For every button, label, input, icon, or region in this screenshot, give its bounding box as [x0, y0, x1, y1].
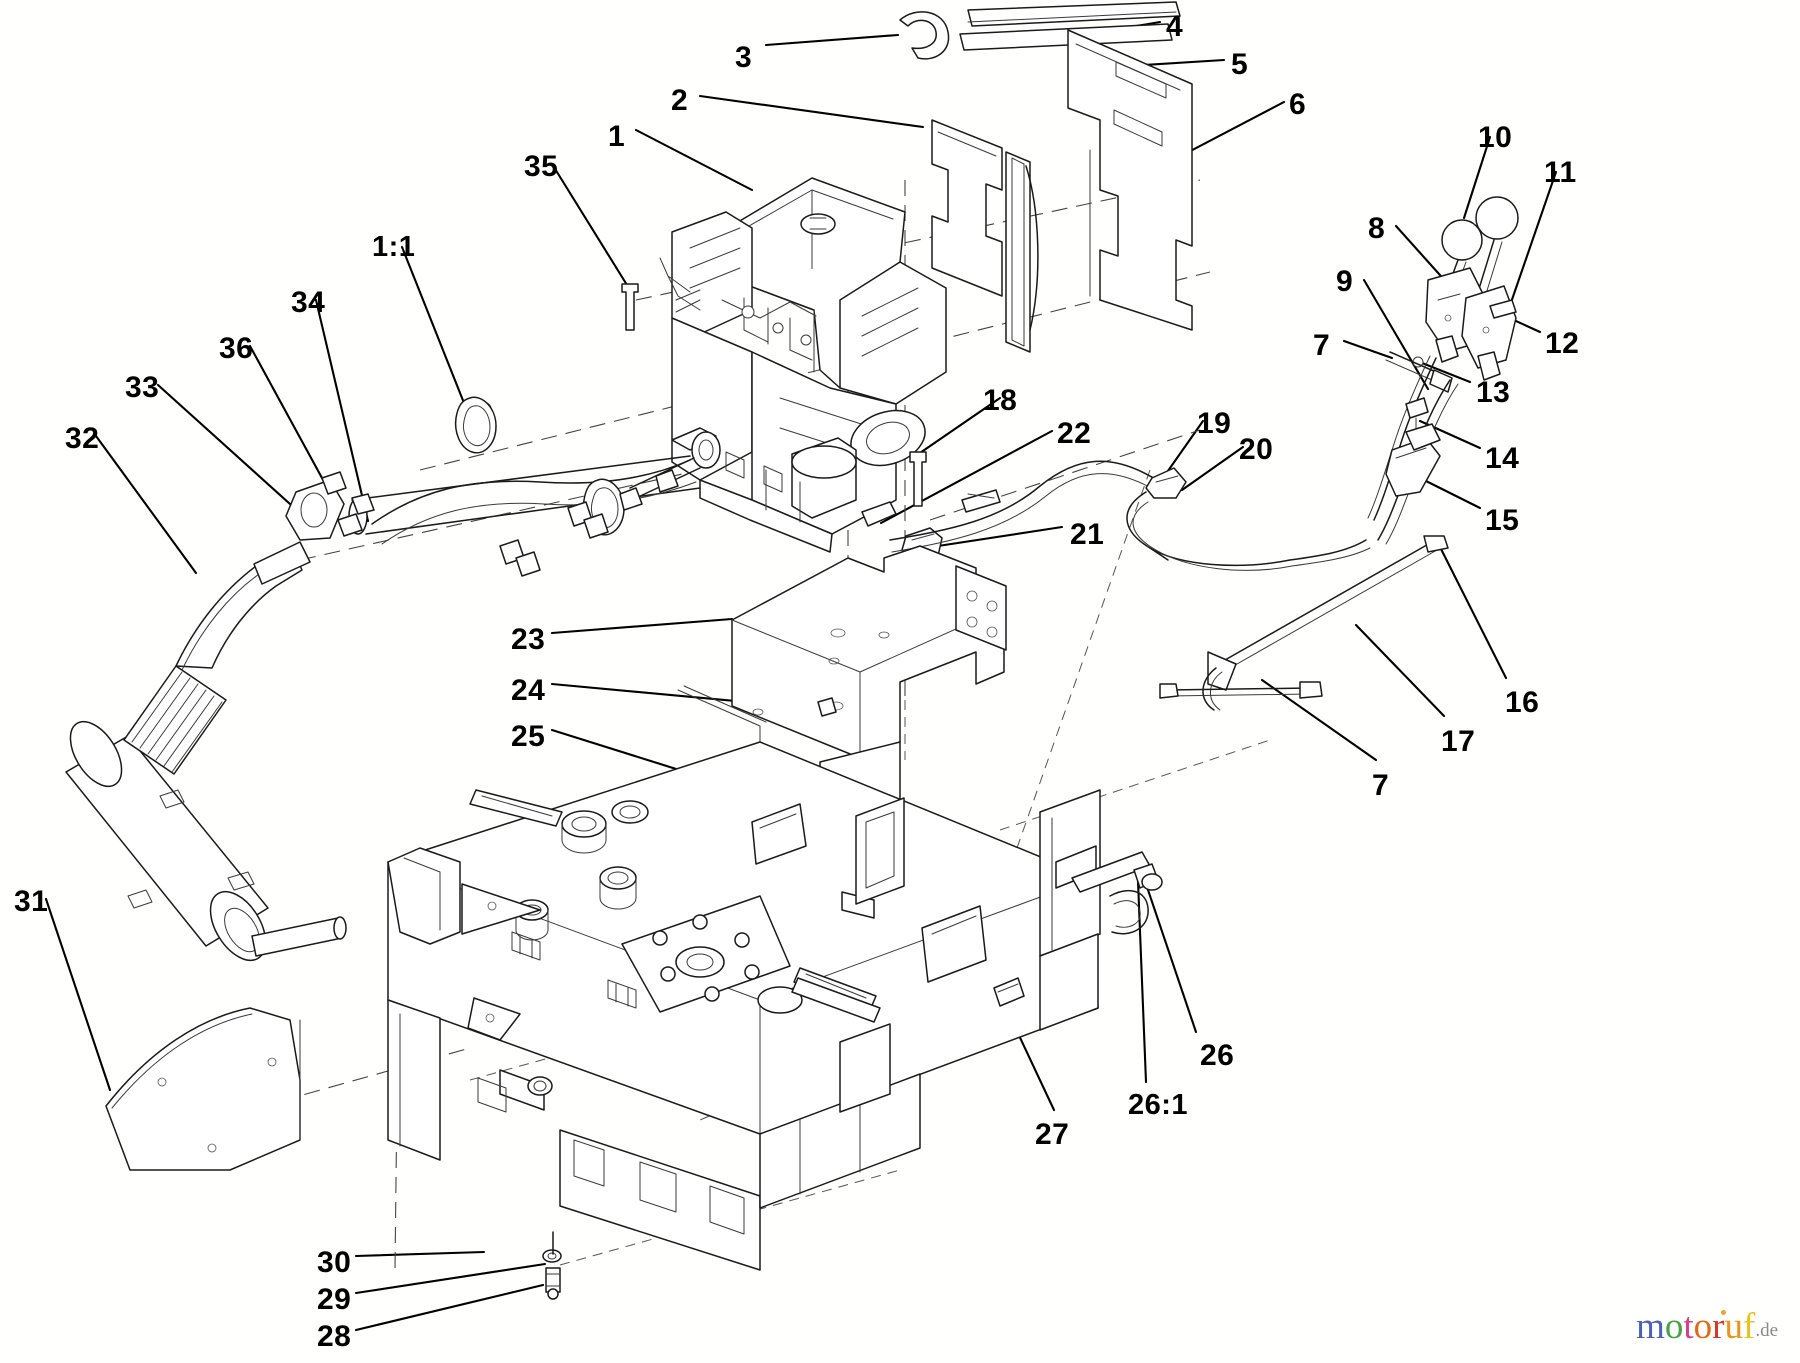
- callout-24: 24: [511, 674, 546, 707]
- callout-29: 29: [317, 1283, 352, 1316]
- callout-7-upper: 7: [1313, 329, 1331, 362]
- exhaust-pipe-assembly: [285, 396, 701, 577]
- callout-15: 15: [1485, 504, 1520, 537]
- muffler-assembly: [65, 541, 347, 962]
- part-3-loop-clip: [899, 11, 950, 60]
- callout-3: 3: [735, 41, 753, 74]
- callout-25: 25: [511, 720, 546, 753]
- watermark-letter-o2: o: [1693, 1306, 1713, 1347]
- callout-2: 2: [671, 84, 689, 117]
- watermark-letter-u: u: [1724, 1306, 1743, 1347]
- callout-28: 28: [317, 1320, 352, 1353]
- callout-26: 26: [1200, 1039, 1235, 1072]
- callout-32: 32: [65, 422, 100, 455]
- leader-lines: [44, 20, 1558, 1332]
- callout-5: 5: [1231, 48, 1249, 81]
- callout-4: 4: [1166, 10, 1184, 43]
- callout-14: 14: [1485, 442, 1520, 475]
- callout-27: 27: [1035, 1118, 1070, 1151]
- watermark-letter-o1: o: [1664, 1306, 1684, 1347]
- callout-1-1: 1:1: [372, 231, 416, 263]
- callout-23: 23: [511, 623, 546, 656]
- part-35-bolt: [621, 283, 639, 331]
- watermark-letter-m: m: [1636, 1306, 1665, 1347]
- callout-11: 11: [1544, 156, 1577, 189]
- part-18-bolt: [909, 451, 927, 507]
- callout-36: 36: [219, 332, 254, 365]
- callout-26-1: 26:1: [1128, 1089, 1189, 1121]
- callout-20: 20: [1239, 433, 1274, 466]
- callout-33: 33: [125, 371, 160, 404]
- callout-1: 1: [608, 120, 626, 153]
- callout-7-lower: 7: [1372, 769, 1390, 802]
- callout-34: 34: [291, 286, 326, 319]
- callout-21: 21: [1070, 518, 1105, 551]
- part-31-deflector: [105, 1007, 301, 1171]
- part-2-heat-shields: [931, 29, 1193, 353]
- callout-16: 16: [1505, 686, 1540, 719]
- callout-13: 13: [1476, 376, 1511, 409]
- parts-16-17-rod: [1159, 535, 1449, 711]
- callout-12: 12: [1545, 327, 1580, 360]
- callout-22: 22: [1057, 417, 1092, 450]
- main-frame-chassis: [387, 741, 1163, 1300]
- callout-18: 18: [983, 384, 1018, 417]
- parts-19-20-fuel-line: [889, 460, 1371, 571]
- parts-4-5-rails: [959, 1, 1181, 71]
- callout-17: 17: [1441, 725, 1476, 758]
- watermark-letter-f: f: [1742, 1306, 1756, 1347]
- callout-6: 6: [1289, 88, 1307, 121]
- engine-assembly: [629, 177, 947, 553]
- callout-35: 35: [524, 150, 559, 183]
- watermark-letter-t: t: [1683, 1306, 1694, 1347]
- callout-8: 8: [1368, 212, 1386, 245]
- callout-31: 31: [14, 885, 49, 918]
- pad-bolts: [652, 914, 760, 1002]
- watermark-suffix: .de: [1755, 1320, 1778, 1341]
- callout-10: 10: [1478, 121, 1513, 154]
- watermark-dot: [1721, 1310, 1726, 1315]
- control-lever-assembly: [1367, 196, 1519, 545]
- callout-19: 19: [1197, 407, 1232, 440]
- callout-30: 30: [317, 1246, 352, 1279]
- deck-bushings: [515, 800, 803, 1014]
- watermark-letter-r: r: [1712, 1306, 1725, 1347]
- motoruf-watermark: motoruf.de: [1636, 1308, 1778, 1345]
- callout-9: 9: [1336, 265, 1354, 298]
